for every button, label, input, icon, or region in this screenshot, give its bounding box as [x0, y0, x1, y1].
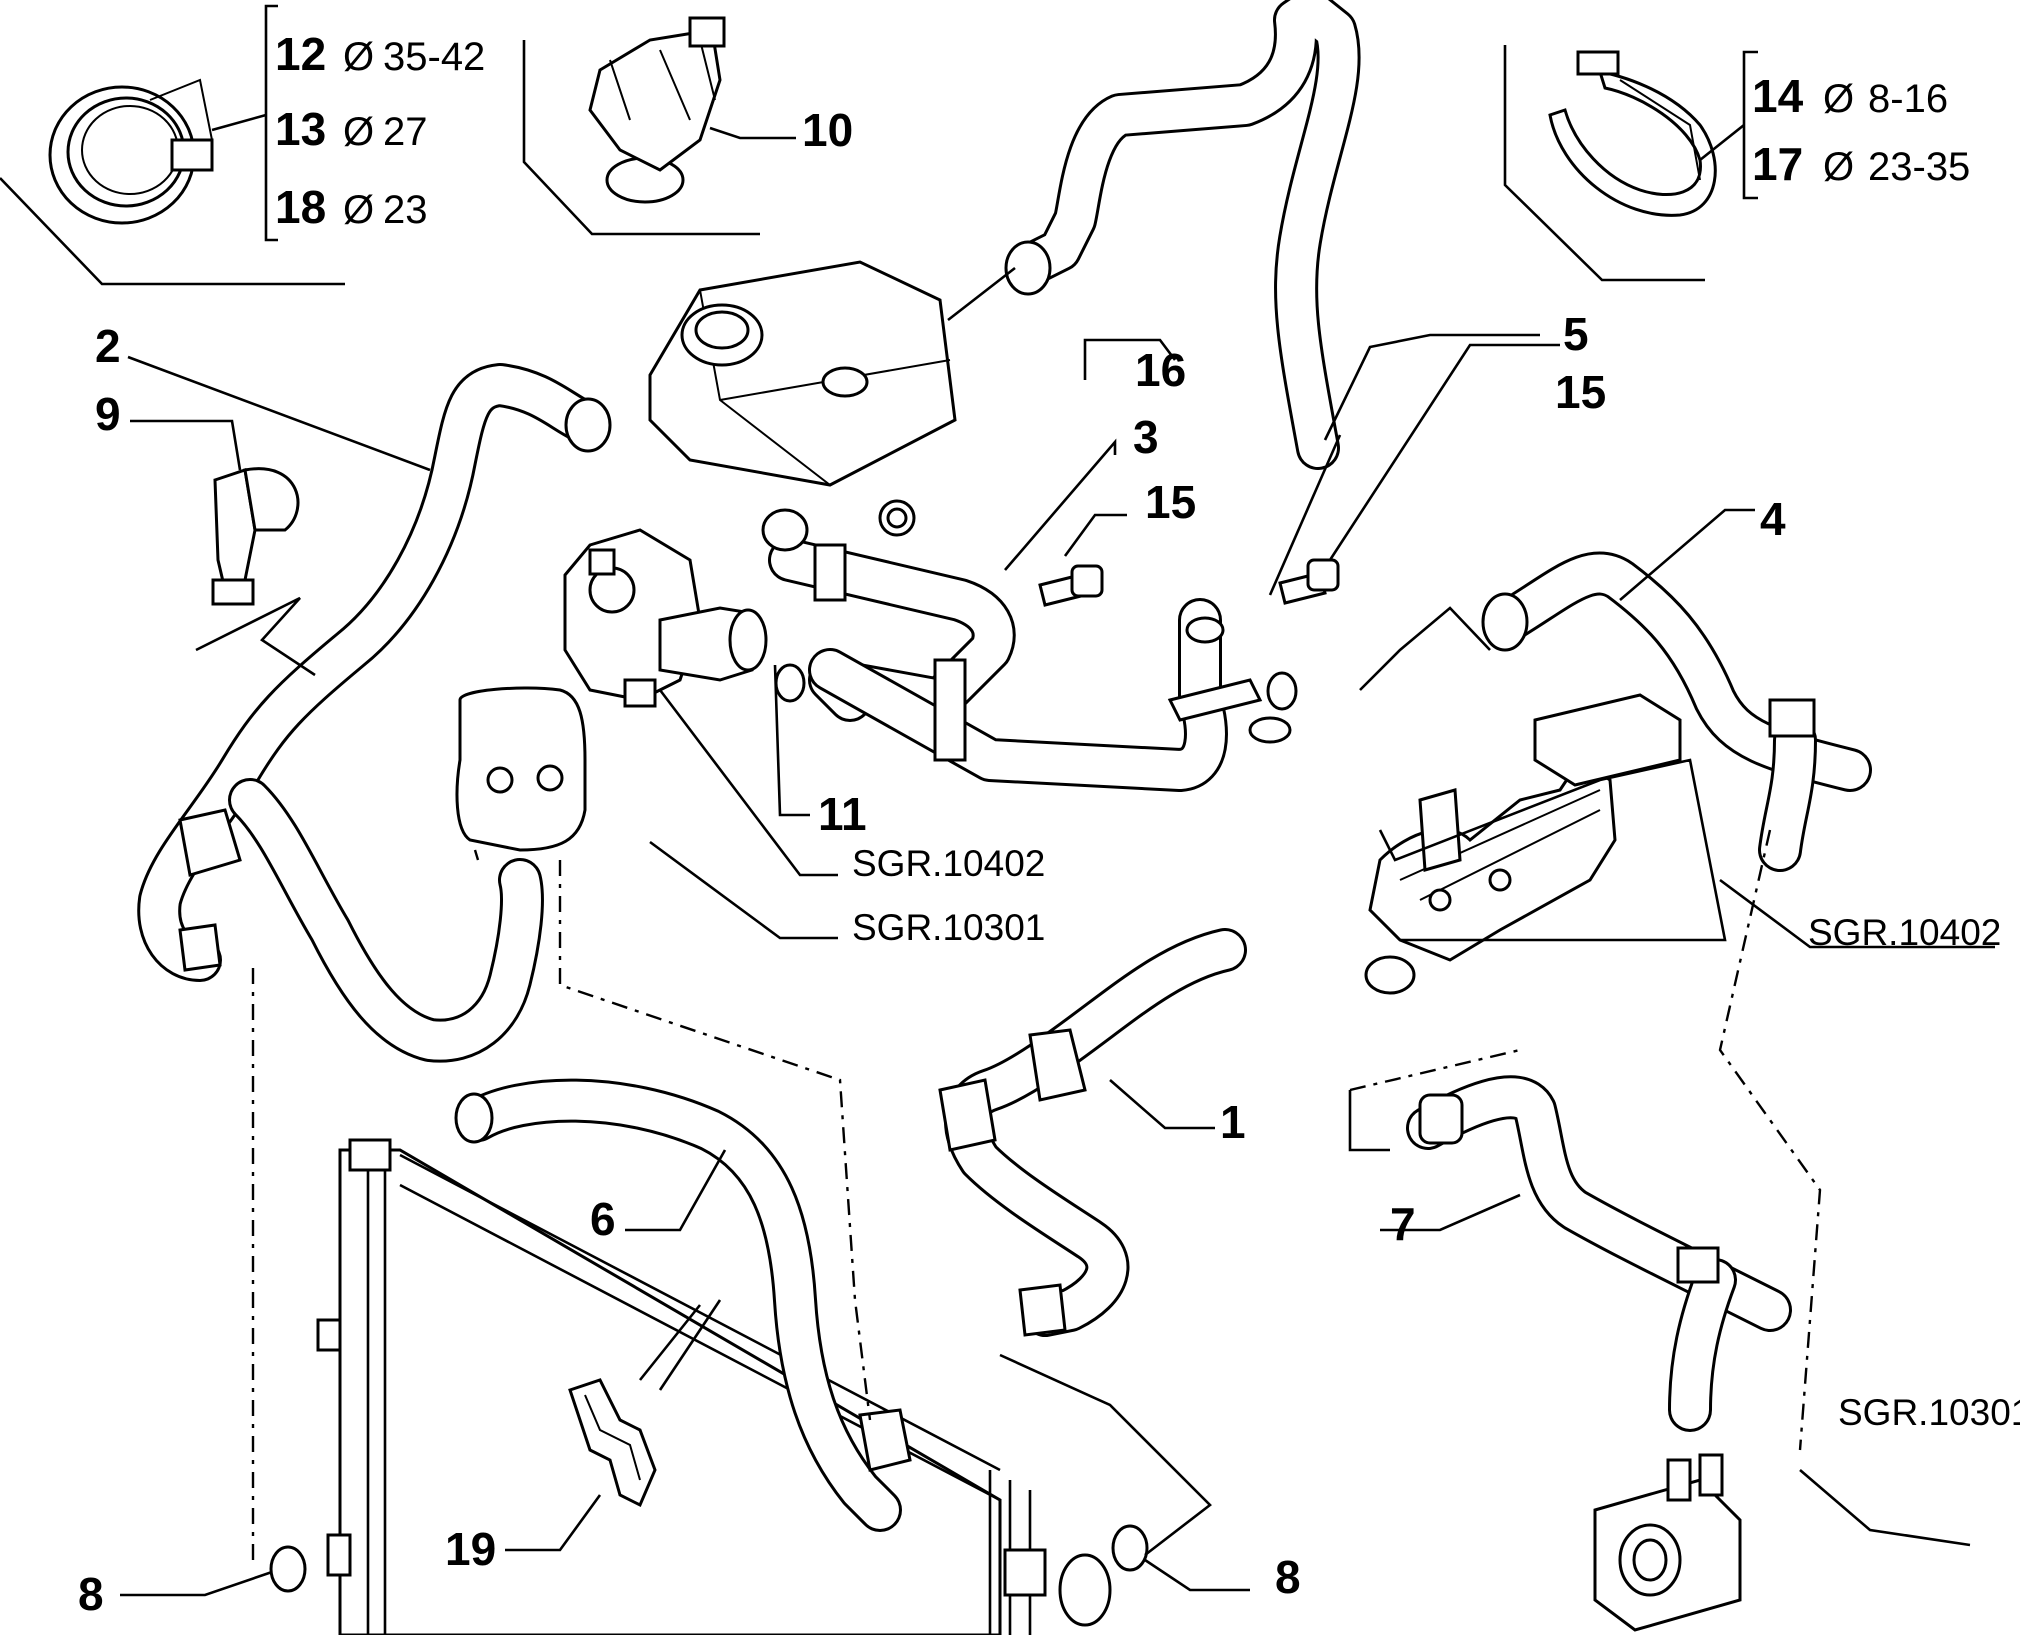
callout-15-left: 15 [1145, 476, 1196, 528]
callout-8-right: 8 [1275, 1551, 1301, 1603]
diameter-symbol: Ø [343, 188, 374, 232]
elbow-connector-drawing [588, 16, 726, 204]
callout-11: 11 [818, 788, 867, 840]
diameter-symbol: Ø [1823, 77, 1854, 121]
overflow-hose-5 [947, 0, 1361, 470]
oil-cooler-hose-7 [1348, 1075, 1792, 1432]
callout-12: 12 [275, 28, 326, 80]
callout-16: 16 [1135, 344, 1186, 396]
callout-13: 13 [275, 103, 326, 155]
thermostat-housing [563, 528, 768, 708]
oil-cooler [1593, 1453, 1742, 1632]
elbow-detail-box [522, 16, 796, 236]
radiator-hose-2 [137, 363, 612, 1063]
clamp-detail-box-right [1503, 45, 1758, 282]
callout-9: 9 [95, 388, 121, 440]
callout-14: 14 [1752, 70, 1804, 122]
clamp-detail-box-left [0, 4, 345, 286]
expansion-tank [648, 260, 957, 487]
callout-1: 1 [1220, 1096, 1246, 1148]
clamp-size-17: 23-35 [1868, 145, 1970, 189]
hose-clamp-drawing [48, 78, 214, 225]
oil-cooler-hose-4 [1359, 551, 1872, 872]
callout-19: 19 [445, 1523, 496, 1575]
radiator-hose-1 [938, 928, 1247, 1337]
callout-labels: 2 9 10 16 3 15 5 15 4 11 1 6 7 19 8 8 12… [78, 28, 2020, 1620]
callout-8-left: 8 [78, 1568, 104, 1620]
callout-6: 6 [590, 1193, 616, 1245]
gaskets-and-bolts [761, 499, 1340, 744]
reference-valve-block: SGR.10301 [852, 907, 1045, 948]
radiator-hose-6 [454, 1078, 912, 1532]
o-rings-8 [269, 1524, 1149, 1593]
clamp-size-18: 23 [383, 188, 428, 232]
clip-19 [568, 1378, 657, 1508]
diameter-symbol: Ø [343, 35, 374, 79]
clamp-size-12: 35-42 [383, 35, 485, 79]
callout-10: 10 [802, 104, 853, 156]
callout-5: 5 [1563, 308, 1589, 360]
clamp-size-14: 8-16 [1868, 77, 1948, 121]
band-clamp-drawing [1548, 50, 1717, 217]
leader-lines [120, 333, 1995, 1597]
callout-3: 3 [1133, 411, 1159, 463]
coolant-outlet-housing [1364, 693, 1727, 995]
assembly-dash-lines [251, 829, 1822, 1560]
diameter-symbol: Ø [343, 110, 374, 154]
callout-18: 18 [275, 181, 326, 233]
callout-7: 7 [1390, 1198, 1416, 1250]
diameter-symbol: Ø [1823, 145, 1854, 189]
callout-2: 2 [95, 320, 121, 372]
callout-17: 17 [1752, 138, 1803, 190]
callout-4: 4 [1760, 493, 1786, 545]
clamp-size-13: 27 [383, 110, 428, 154]
callout-15-right: 15 [1555, 366, 1606, 418]
heater-valve-block [455, 686, 587, 861]
radiator [316, 1138, 1112, 1635]
bracket-9 [195, 467, 316, 677]
reference-oil-cooler: SGR.10301 [1838, 1392, 2020, 1433]
reference-outlet-housing: SGR.10402 [1808, 912, 2001, 953]
water-pipe-3 [768, 538, 1263, 792]
reference-thermostat: SGR.10402 [852, 843, 1045, 884]
